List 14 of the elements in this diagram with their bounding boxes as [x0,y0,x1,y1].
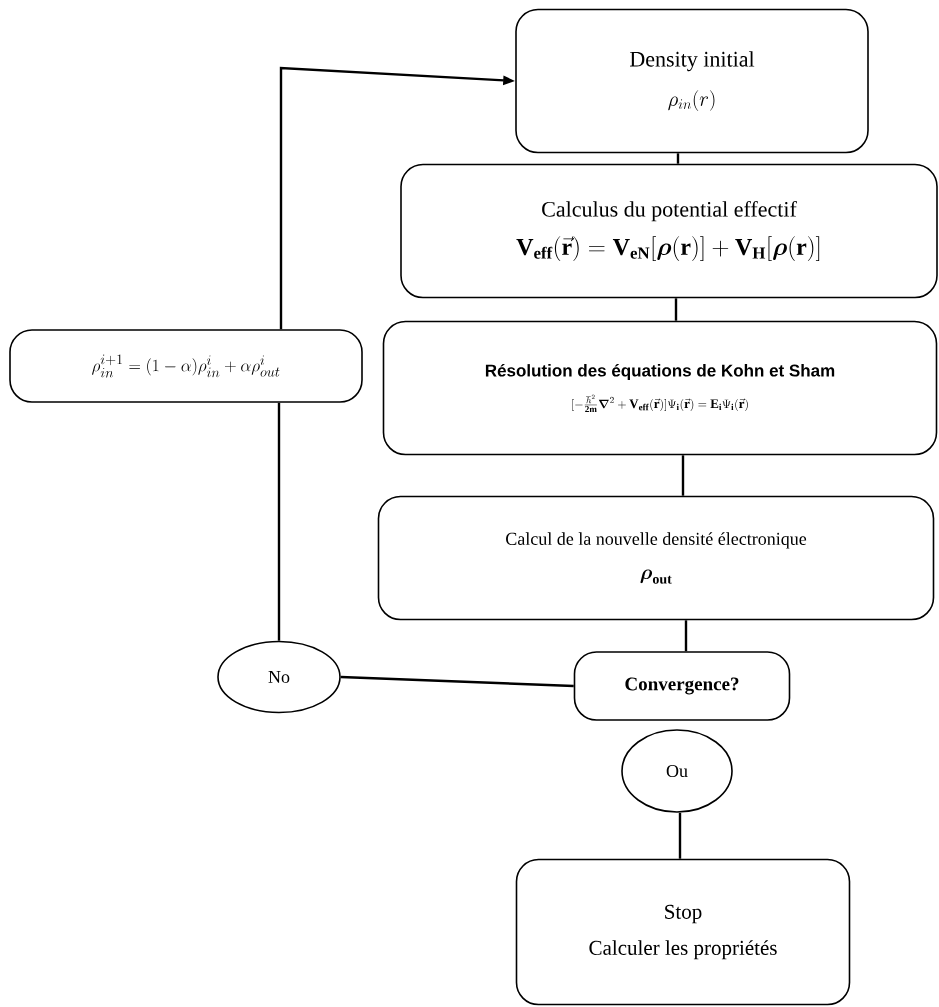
formula-box: $\rho_{in}^{i+1} = (1-\alpha)\rho_{in}^{i} + \alpha\rho_{out}^{i}$ [9,329,363,403]
connector [681,455,685,496]
connector [277,402,281,641]
end-box: Stop Calculer les propriétés [515,858,851,1006]
connector [684,620,688,652]
process-box: Calcul de la nouvelle densité électronique $\boldsymbol{\rho}_{\mathbf{out}}$ [377,495,935,621]
decision-box: Convergence? [573,651,791,721]
process-box: Calculus du potential effectif $\mathbf{V_{eff}}(\vec{\mathbf{r}}) = \mathbf{V_{eN}}[\boldsymbol{\rho}(\mathbf{r})] + \mathbf{V_{H}}[\boldsymbol{\rho}(\mathbf{r})]$ [400,163,938,299]
connector [678,812,682,859]
connector [676,153,680,164]
connector [674,298,678,321]
process-box: Density initial $\rho_{in}(r)$ [515,8,869,154]
process-box: Résolution des équations de Kohn et Sham $[-\frac{\hbar^{2}}{\mathbf{2m}}\boldsymbol{\nabla}^{2} + \mathbf{V_{eff}}(\vec{\mathbf{r}})]\Psi_{\mathbf{i}}(\vec{\mathbf{r}}) = \mathbf{E_{i}}\Psi_{\mathbf{i}}(\vec{\mathbf{r}})$ [382,320,938,456]
connector [340,675,574,688]
